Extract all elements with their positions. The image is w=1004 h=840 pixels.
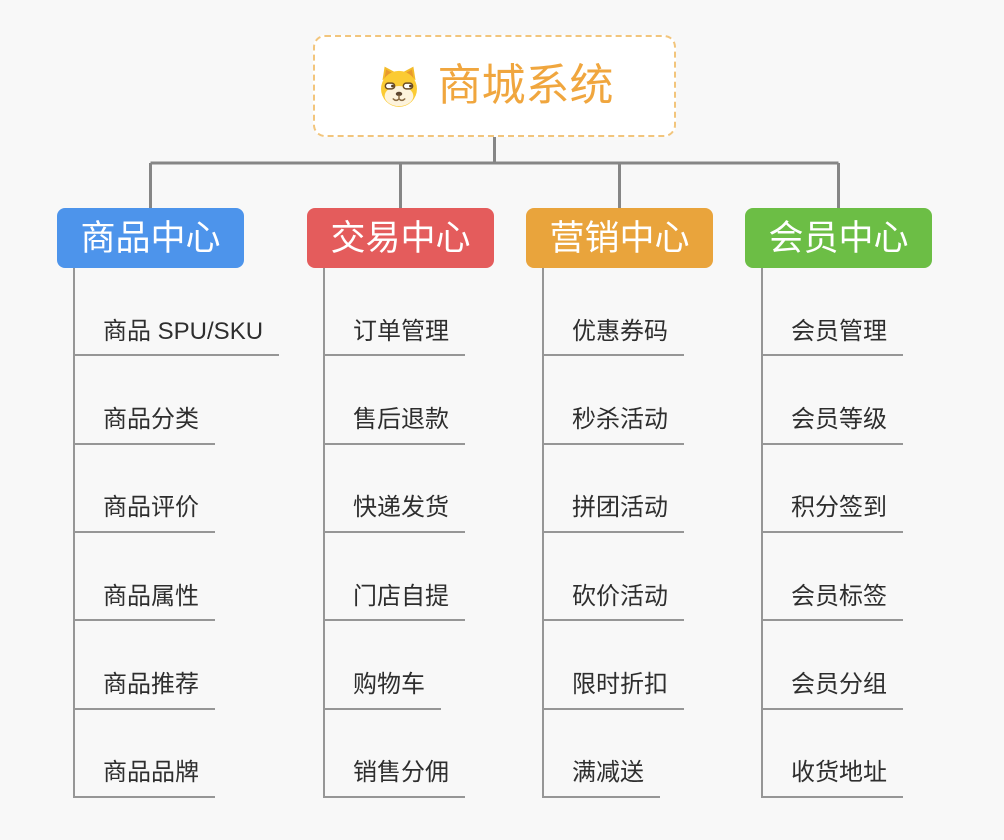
child-label: 商品属性 <box>73 583 215 622</box>
child-node[interactable]: 会员标签 <box>761 533 993 622</box>
branch-1-children: 商品 SPU/SKU 商品分类商品评价商品属性商品推荐商品品牌 <box>73 268 305 798</box>
child-node[interactable]: 砍价活动 <box>542 533 774 622</box>
child-node[interactable]: 拼团活动 <box>542 445 774 533</box>
branch-label: 交易中心 <box>330 218 471 258</box>
child-label: 商品品牌 <box>73 759 215 798</box>
child-label: 秒杀活动 <box>542 406 684 445</box>
branch-label: 营销中心 <box>549 218 690 258</box>
branch-node-1[interactable]: 商品中心 <box>57 208 244 268</box>
root-title: 商城系统 <box>437 61 614 110</box>
child-node[interactable]: 限时折扣 <box>542 621 774 710</box>
child-label: 收货地址 <box>761 759 903 798</box>
child-node[interactable]: 商品评价 <box>73 445 305 533</box>
child-label: 快递发货 <box>323 494 465 533</box>
branch-label: 商品中心 <box>80 218 221 258</box>
child-node[interactable]: 满减送 <box>542 710 774 798</box>
branch-4-children: 会员管理会员等级积分签到会员标签会员分组收货地址 <box>761 268 993 798</box>
child-node[interactable]: 销售分佣 <box>323 710 555 798</box>
branch-2-children: 订单管理售后退款快递发货门店自提购物车销售分佣 <box>323 268 555 798</box>
child-node[interactable]: 购物车 <box>323 621 555 710</box>
child-label: 商品 SPU/SKU <box>73 318 280 357</box>
child-label: 购物车 <box>323 671 441 710</box>
branch-node-3[interactable]: 营销中心 <box>526 208 713 268</box>
child-label: 优惠券码 <box>542 318 684 357</box>
branch-label: 会员中心 <box>768 218 909 258</box>
child-label: 售后退款 <box>323 406 465 445</box>
child-label: 满减送 <box>542 759 660 798</box>
child-label: 会员等级 <box>761 406 903 445</box>
child-node[interactable]: 收货地址 <box>761 710 993 798</box>
child-node[interactable]: 会员分组 <box>761 621 993 710</box>
child-label: 会员管理 <box>761 318 903 357</box>
child-node[interactable]: 秒杀活动 <box>542 356 774 445</box>
root-node[interactable]: 商城系统 <box>313 35 676 137</box>
child-node[interactable]: 会员管理 <box>761 268 993 357</box>
child-label: 拼团活动 <box>542 494 684 533</box>
child-label: 订单管理 <box>323 318 465 357</box>
child-node[interactable]: 优惠券码 <box>542 268 774 357</box>
child-label: 商品评价 <box>73 494 215 533</box>
child-label: 砍价活动 <box>542 583 684 622</box>
child-node[interactable]: 商品分类 <box>73 356 305 445</box>
branch-node-2[interactable]: 交易中心 <box>307 208 494 268</box>
dog-face-icon <box>376 64 422 108</box>
child-label: 商品分类 <box>73 406 215 445</box>
child-node[interactable]: 订单管理 <box>323 268 555 357</box>
child-node[interactable]: 售后退款 <box>323 356 555 445</box>
child-label: 门店自提 <box>323 583 465 622</box>
child-node[interactable]: 门店自提 <box>323 533 555 622</box>
child-node[interactable]: 会员等级 <box>761 356 993 445</box>
branch-3-children: 优惠券码秒杀活动拼团活动砍价活动限时折扣满减送 <box>542 268 774 798</box>
child-node[interactable]: 商品 SPU/SKU <box>73 268 305 357</box>
branch-node-4[interactable]: 会员中心 <box>745 208 932 268</box>
child-label: 积分签到 <box>761 494 903 533</box>
child-node[interactable]: 商品属性 <box>73 533 305 622</box>
child-node[interactable]: 快递发货 <box>323 445 555 533</box>
child-node[interactable]: 商品品牌 <box>73 710 305 798</box>
child-label: 会员分组 <box>761 671 903 710</box>
child-label: 商品推荐 <box>73 671 215 710</box>
child-label: 限时折扣 <box>542 671 684 710</box>
child-label: 会员标签 <box>761 583 903 622</box>
child-node[interactable]: 商品推荐 <box>73 621 305 710</box>
child-label: 销售分佣 <box>323 759 465 798</box>
child-node[interactable]: 积分签到 <box>761 445 993 533</box>
